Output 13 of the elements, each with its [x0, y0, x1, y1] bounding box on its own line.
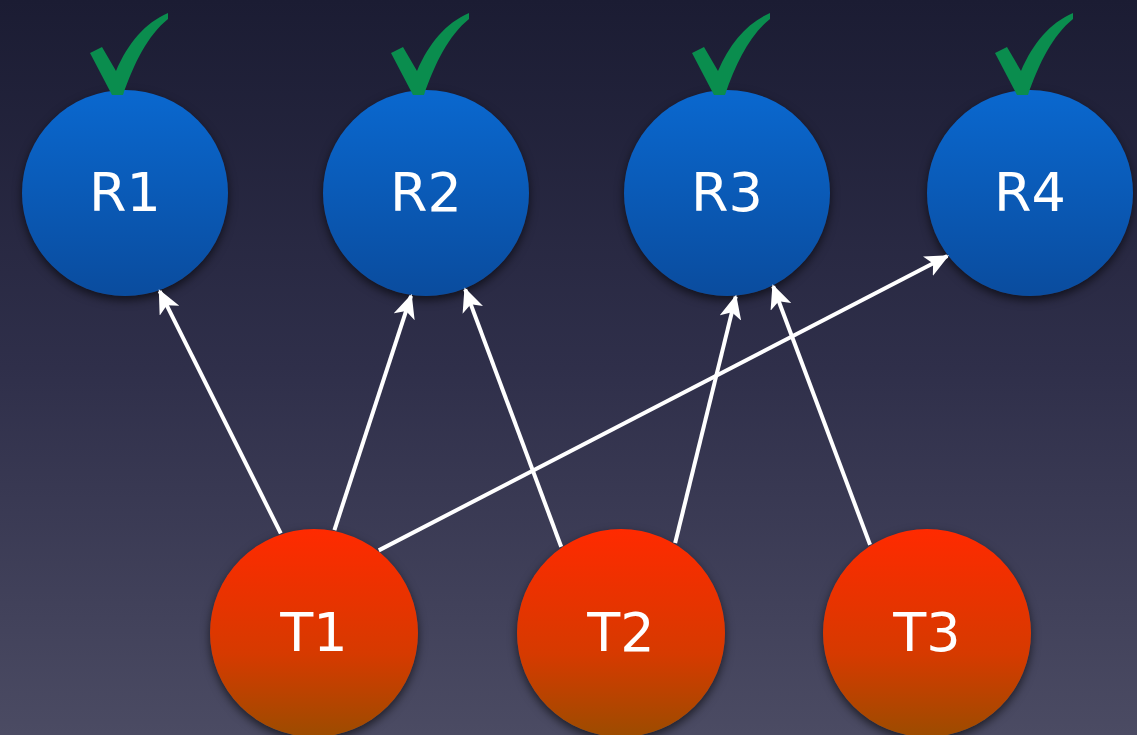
- arrow: [332, 294, 415, 531]
- node-label: T2: [587, 606, 655, 660]
- node-label: R3: [691, 166, 763, 220]
- arrow: [377, 254, 950, 553]
- arrow: [157, 289, 283, 535]
- arrow: [770, 284, 872, 546]
- node-label: R2: [390, 166, 462, 220]
- arrow: [673, 294, 742, 544]
- node-label: T1: [280, 606, 348, 660]
- node-label: R4: [994, 166, 1066, 220]
- node-label: T3: [893, 606, 961, 660]
- node-label: R1: [89, 166, 161, 220]
- arrow: [462, 287, 564, 548]
